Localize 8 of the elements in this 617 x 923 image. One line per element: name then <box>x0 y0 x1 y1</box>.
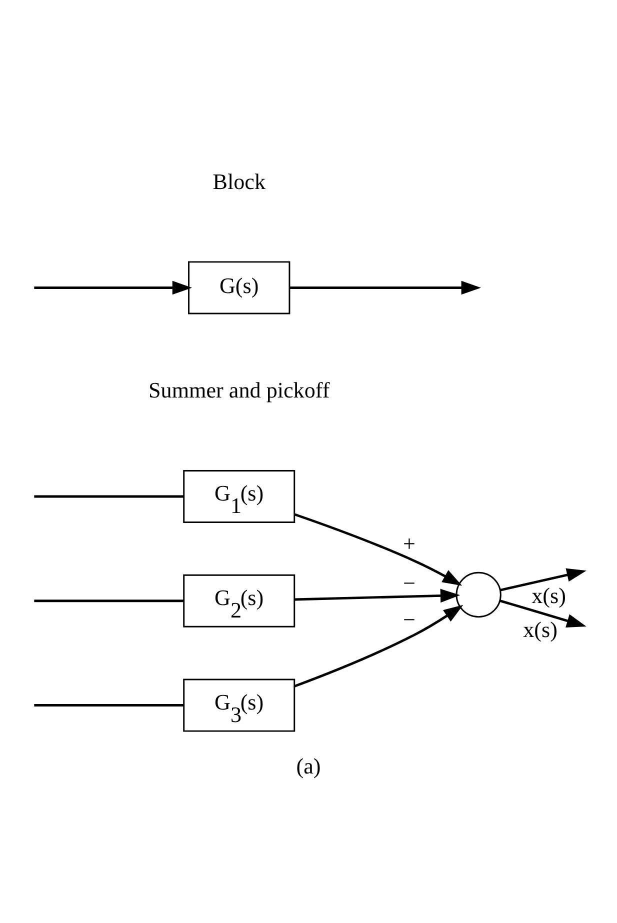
label: Block <box>212 168 266 194</box>
edge-label: − <box>402 570 416 596</box>
caption: (a) <box>296 753 321 778</box>
edge-label: x(s) <box>523 617 558 642</box>
edge-label: x(s) <box>532 583 566 608</box>
edge-label: + <box>402 531 416 556</box>
label: Summer and pickoff <box>148 378 330 403</box>
edge-label: − <box>402 607 416 632</box>
